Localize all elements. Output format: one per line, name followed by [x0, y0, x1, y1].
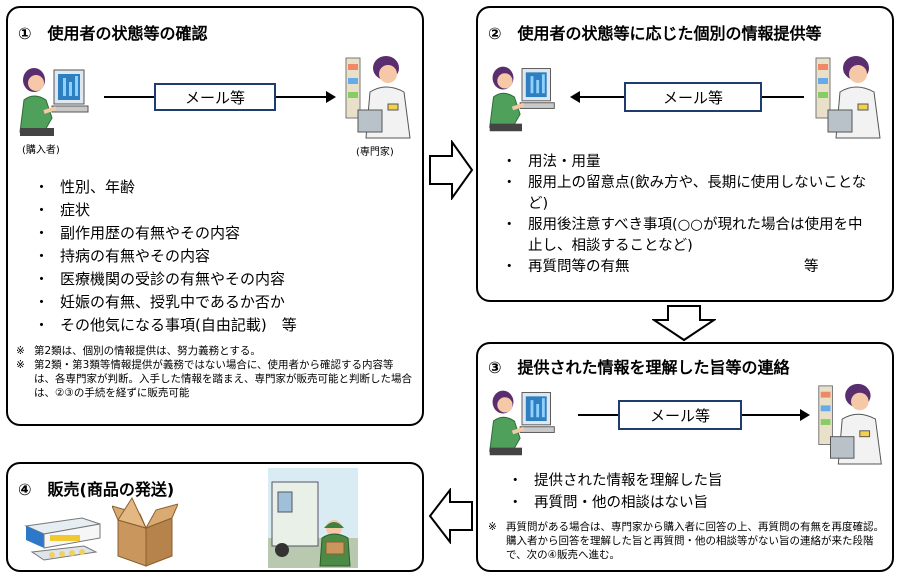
list-item: 副作用歴の有無やその内容 [34, 222, 297, 245]
buyer-at-computer-illustration [489, 66, 555, 132]
list-item: その他気になる事項(自由記載) 等 [34, 314, 297, 337]
buyer-at-computer-illustration [19, 68, 89, 136]
step2-title: ② 使用者の状態等に応じた個別の情報提供等 [488, 24, 822, 43]
step1-title: ① 使用者の状態等の確認 [18, 24, 208, 43]
pharmacist-expert-illustration [345, 56, 411, 139]
list-item: 医療機関の受診の有無やその内容 [34, 268, 297, 291]
step3-confirm-items: 提供された情報を理解した旨 再質問・他の相談はない旨 [508, 470, 723, 514]
note-row: ※ 第2類は、個別の情報提供は、努力義務とする。 [16, 344, 414, 358]
list-item: 再質問・他の相談はない旨 [508, 492, 723, 514]
step3-panel: ③ 提供された情報を理解した旨等の連絡 メール等 提供された情報を理解した旨 再… [476, 342, 894, 572]
list-item-text: 再質問等の有無 [528, 259, 630, 275]
step1-panel: ① 使用者の状態等の確認 (購入者) メール等 (専門家) 性別、年齢 症状 副… [6, 6, 424, 426]
buyer-caption: (購入者) [22, 145, 60, 156]
note-text: 第2類・第3類等情報提供が義務ではない場合に、使用者から確認する内容等は、各専門… [34, 359, 412, 399]
note-mark: ※ [16, 359, 25, 371]
step4-title: ④ 販売(商品の発送) [18, 480, 175, 499]
list-item: 服用後注意すべき事項(○○が現れた場合は使用を中止し、相談することなど) [502, 215, 874, 257]
arrow-right-icon [800, 409, 810, 421]
note-row: ※ 再質問がある場合は、専門家から購入者に回答の上、再質問の有無を再度確認。購入者… [488, 520, 888, 562]
step3-title: ③ 提供された情報を理解した旨等の連絡 [488, 358, 790, 377]
list-item: 再質問等の有無 等 [502, 257, 874, 278]
cardboard-box-illustration [112, 496, 178, 567]
note-text: 第2類は、個別の情報提供は、努力義務とする。 [34, 345, 261, 357]
step2-panel: ② 使用者の状態等に応じた個別の情報提供等 メール等 用法・用量 服用上の留意点… [476, 6, 894, 302]
step2-info-items: 用法・用量 服用上の留意点(飲み方や、長期に使用しないことなど) 服用後注意すべ… [502, 152, 874, 278]
list-item: 性別、年齢 [34, 176, 297, 199]
pharmacist-expert-illustration [815, 56, 881, 139]
list-item: 服用上の留意点(飲み方や、長期に使用しないことなど) [502, 173, 874, 215]
trailing-etc: 等 [804, 259, 819, 275]
mail-label-box: メール等 [154, 83, 276, 111]
arrow-right-icon [326, 91, 336, 103]
medicine-package-illustration [24, 517, 101, 561]
expert-caption: (専門家) [356, 147, 394, 158]
flow-arrow-down-icon [652, 305, 716, 342]
step1-notes: ※ 第2類は、個別の情報提供は、努力義務とする。 ※ 第2類・第3類等情報提供が義務… [16, 344, 414, 400]
note-row: ※ 第2類・第3類等情報提供が義務ではない場合に、使用者から確認する内容等は、各専… [16, 358, 414, 400]
mail-label-box: メール等 [624, 82, 762, 112]
step4-panel: ④ 販売(商品の発送) [6, 462, 424, 572]
flow-arrow-left-icon [428, 488, 473, 544]
note-mark: ※ [488, 521, 497, 533]
step3-note: ※ 再質問がある場合は、専門家から購入者に回答の上、再質問の有無を再度確認。購入者… [488, 520, 888, 562]
arrow-left-icon [570, 91, 580, 103]
delivery-truck-illustration [268, 468, 358, 568]
list-item: 提供された情報を理解した旨 [508, 470, 723, 492]
list-item: 症状 [34, 199, 297, 222]
list-item: 持病の有無やその内容 [34, 245, 297, 268]
step1-check-items: 性別、年齢 症状 副作用歴の有無やその内容 持病の有無やその内容 医療機関の受診… [34, 176, 297, 337]
list-item: 用法・用量 [502, 152, 874, 173]
mail-label-box: メール等 [618, 400, 742, 430]
flow-arrow-right-icon [429, 140, 474, 200]
note-text: 再質問がある場合は、専門家から購入者に回答の上、再質問の有無を再度確認。購入者か… [506, 521, 884, 561]
pharmacist-expert-illustration [818, 383, 882, 465]
buyer-at-computer-illustration [489, 390, 555, 456]
list-item: 妊娠の有無、授乳中であるか否か [34, 291, 297, 314]
note-mark: ※ [16, 345, 25, 357]
